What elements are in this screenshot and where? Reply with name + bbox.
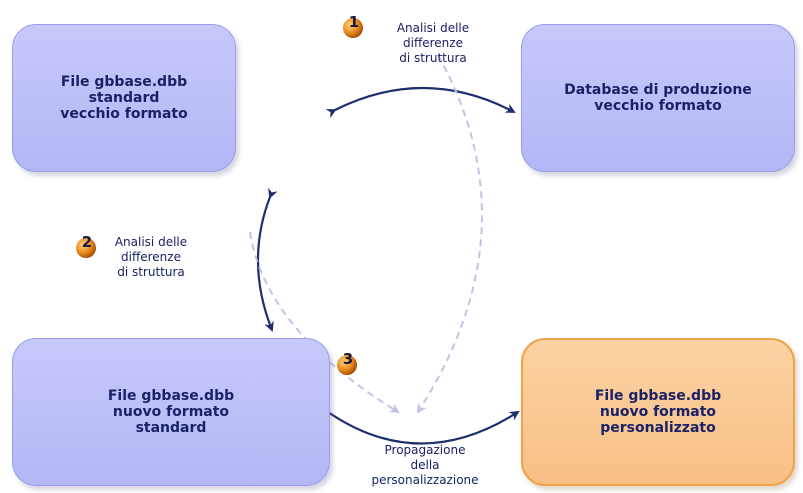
step2-badge-icon: 2 xyxy=(76,233,96,258)
box-line: File gbbase.dbb xyxy=(60,74,188,90)
arrow-step3 xyxy=(327,410,520,445)
box-line: File gbbase.dbb xyxy=(594,388,722,404)
arrow-dashed-from-top xyxy=(416,54,483,414)
box-line: File gbbase.dbb xyxy=(107,388,235,404)
label-line: personalizzazione xyxy=(371,473,479,487)
box-gbbase-new-format-customized: File gbbase.dbb nuovo formato personaliz… xyxy=(521,338,795,486)
box-line: personalizzato xyxy=(600,420,716,436)
step3-badge-icon: 3 xyxy=(337,350,357,375)
step2-number: 2 xyxy=(82,233,92,251)
step2-label: Analisi delle differenze di struttura xyxy=(96,235,206,280)
label-line: differenze xyxy=(121,250,181,264)
arrow-step2 xyxy=(256,187,278,332)
box-line: standard xyxy=(88,90,160,106)
label-line: differenze xyxy=(403,36,463,50)
step3-number: 3 xyxy=(343,350,353,368)
label-line: di struttura xyxy=(117,265,185,279)
box-line: Database di produzione xyxy=(564,82,752,98)
box-gbbase-new-format-standard: File gbbase.dbb nuovo formato standard xyxy=(12,338,330,486)
label-line: Analisi delle xyxy=(114,235,188,249)
step1-label: Analisi delle differenze di struttura xyxy=(378,21,488,66)
step1-badge-icon: 1 xyxy=(343,13,363,38)
box-line: nuovo formato xyxy=(599,404,717,420)
box-production-database-old-format: Database di produzione vecchio formato xyxy=(521,24,795,172)
box-line: vecchio formato xyxy=(60,106,188,122)
step3-label: Propagazione della personalizzazione xyxy=(360,443,490,488)
arrow-step1 xyxy=(325,86,516,119)
box-line: nuovo formato xyxy=(112,404,230,420)
step1-number: 1 xyxy=(349,13,359,31)
box-gbbase-standard-old-format: File gbbase.dbb standard vecchio formato xyxy=(12,24,236,172)
box-line: standard xyxy=(135,420,207,436)
box-line: vecchio formato xyxy=(594,98,722,114)
arrow-dashed-from-left xyxy=(249,231,400,414)
label-line: della xyxy=(410,458,440,472)
label-line: Analisi delle xyxy=(396,21,470,35)
label-line: di struttura xyxy=(399,51,467,65)
label-line: Propagazione xyxy=(384,443,466,457)
